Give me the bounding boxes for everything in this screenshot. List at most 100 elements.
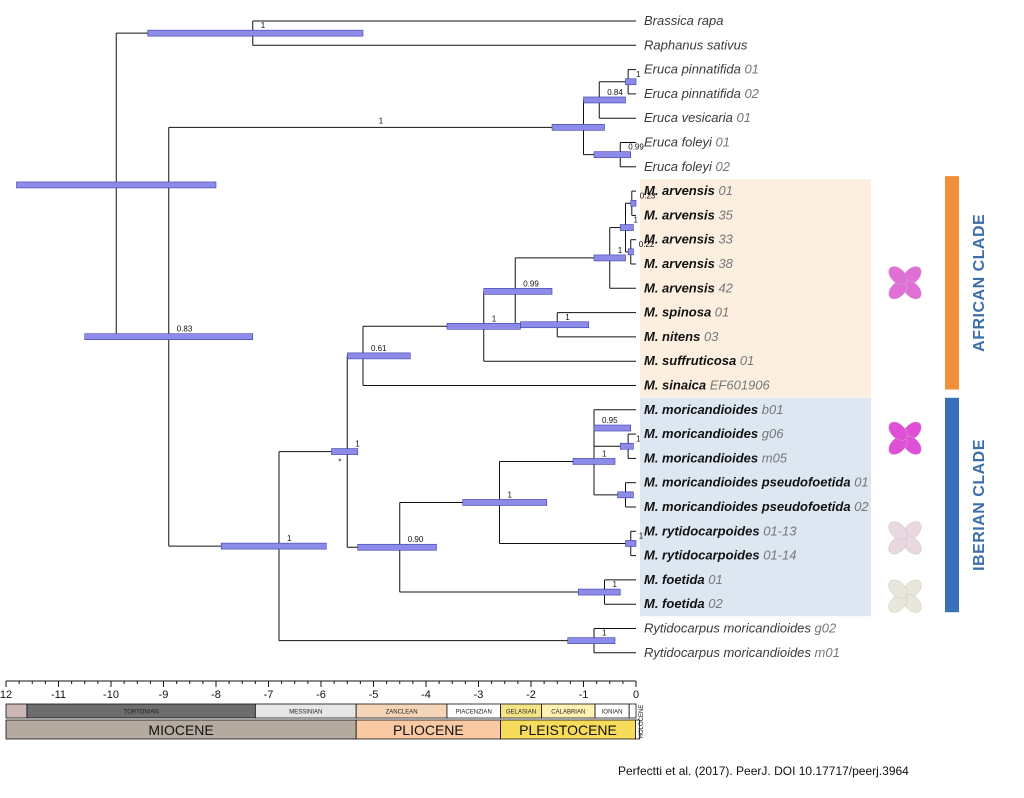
- support-value: 1: [492, 314, 497, 323]
- support-value-eruca-branch: 1: [379, 116, 384, 125]
- iberian-clade-label: IBERIAN CLADE: [971, 439, 988, 571]
- taxon-code: 01: [733, 110, 751, 125]
- axis-tick-label: -5: [369, 689, 379, 701]
- african-clade-box: [640, 179, 871, 398]
- taxon-code: 01: [712, 135, 730, 150]
- support-value: 1: [355, 440, 360, 449]
- stage-label: IONIAN: [602, 710, 623, 716]
- taxon-code: 02: [741, 86, 760, 101]
- iberian-clade-bar: [945, 397, 959, 613]
- hpd-bar-pinn_ves: [583, 96, 626, 104]
- taxon-label: M. foetida 01: [644, 572, 723, 587]
- taxon-name: M. sinaica: [644, 378, 706, 393]
- taxon-name: M. arvensis: [644, 232, 715, 247]
- taxon-label: M. nitens 03: [644, 329, 719, 344]
- support-value: 1: [618, 246, 623, 255]
- axis-tick-label: -8: [211, 689, 221, 701]
- african-clade-bar: [945, 176, 959, 390]
- taxon-name: Eruca foleyi: [644, 135, 713, 150]
- support-value: 0.22: [639, 240, 655, 249]
- taxon-code: 01: [851, 475, 869, 490]
- hpd-bar-pseudo: [617, 491, 634, 499]
- hpd-bar-african: [346, 352, 411, 360]
- axis-tick-label: -10: [103, 689, 119, 701]
- taxon-code: 03: [700, 329, 719, 344]
- hpd-bar-root: [16, 181, 217, 189]
- taxon-label: M. moricandioides g06: [644, 426, 784, 441]
- taxon-code: 42: [715, 280, 734, 295]
- taxon-code: 01-14: [760, 548, 797, 563]
- support-value: 1: [639, 531, 644, 540]
- taxon-code: 01-13: [760, 523, 798, 538]
- axis-tick-label: -6: [316, 689, 326, 701]
- taxon-label: M. arvensis 35: [644, 207, 734, 222]
- taxon-name: Rytidocarpus moricandioides: [644, 621, 811, 636]
- support-value: 1: [287, 534, 292, 543]
- hpd-bar-arv_four: [619, 224, 634, 231]
- african-clade-label: AFRICAN CLADE: [971, 214, 988, 352]
- pale-pink-flower-icon: [888, 521, 922, 555]
- taxon-name: M. moricandioides: [644, 402, 758, 417]
- taxon-name: M. spinosa: [644, 305, 711, 320]
- support-value: 1: [634, 216, 639, 225]
- taxon-name: M. arvensis: [644, 207, 715, 222]
- taxon-label: M. rytidocarpoides 01-14: [644, 548, 796, 563]
- hpd-bar-arv_33_38: [627, 248, 634, 256]
- taxon-label: Eruca pinnatifida 02: [644, 86, 760, 101]
- taxon-name: M. rytidocarpoides: [644, 548, 760, 563]
- support-value: 0.61: [371, 344, 387, 353]
- hpd-bar-mor_g06_m05: [619, 442, 634, 450]
- hpd-bar-iberian: [357, 543, 437, 551]
- axis-tick-label: -11: [51, 689, 66, 701]
- taxon-label: M. moricandioides pseudofoetida 01: [644, 475, 869, 490]
- taxon-name: M. rytidocarpoides: [644, 523, 760, 538]
- taxon-label: M. moricandioides m05: [644, 450, 788, 465]
- support-value: 1: [602, 629, 607, 638]
- epoch-label: MIOCENE: [148, 722, 213, 738]
- stage-label: CALABRIAN: [551, 710, 585, 716]
- taxon-code: g02: [811, 621, 837, 636]
- support-value: 1: [565, 313, 570, 322]
- stage-label: GELASIAN: [506, 710, 536, 716]
- support-value: 0.99: [628, 143, 644, 152]
- support-value: 0.90: [408, 535, 424, 544]
- taxon-label: Eruca foleyi 01: [644, 135, 730, 150]
- taxon-label: Brassica rapa: [644, 13, 723, 28]
- taxon-name: M. moricandioides pseudofoetida: [644, 499, 851, 514]
- hpd-bar-foleyi: [593, 151, 632, 158]
- taxon-label: M. arvensis 01: [644, 183, 733, 198]
- taxon-code: 02: [712, 159, 731, 174]
- epoch-box: [635, 719, 640, 740]
- taxon-code: g06: [758, 426, 784, 441]
- support-value: 0.95: [602, 416, 618, 425]
- hpd-bar-mor_ryt: [462, 499, 548, 506]
- hpd-bar-rytido: [625, 540, 637, 547]
- support-value: 1: [613, 580, 618, 589]
- hpd-bar-arv_spin: [483, 288, 553, 295]
- support-value: 1: [636, 70, 641, 79]
- taxon-name: Brassica rapa: [644, 13, 723, 28]
- taxon-name: M. arvensis: [644, 183, 715, 198]
- taxon-code: m05: [758, 450, 788, 465]
- taxon-label: M. suffruticosa 01: [644, 353, 754, 368]
- hpd-bar-pinnatifida: [625, 78, 637, 86]
- hpd-bar-rytidocarpus: [567, 637, 616, 644]
- taxon-label: M. spinosa 01: [644, 305, 729, 320]
- stage-label: ZANCLEAN: [386, 710, 418, 716]
- axis-tick-label: -1: [579, 689, 589, 701]
- hpd-bar-spin_nit: [520, 321, 590, 329]
- taxon-name: M. foetida: [644, 572, 705, 587]
- hpd-bar-brassica_raphanus: [147, 29, 364, 37]
- hpd-bar-arvensis: [593, 254, 626, 262]
- hpd-bar-foetida: [577, 588, 621, 596]
- taxon-label: M. moricandioides pseudofoetida 02: [644, 499, 869, 514]
- axis-tick-label: 12: [0, 689, 12, 701]
- taxon-name: M. arvensis: [644, 280, 715, 295]
- hpd-bar-moricandia: [331, 448, 359, 455]
- taxon-label: M. rytidocarpoides 01-13: [644, 523, 797, 538]
- support-value: 0.99: [523, 279, 539, 288]
- taxon-code: 33: [715, 232, 734, 247]
- taxon-name: Rytidocarpus moricandioides: [644, 645, 811, 660]
- taxon-code: 38: [715, 256, 734, 271]
- taxon-label: Rytidocarpus moricandioides g02: [644, 621, 837, 636]
